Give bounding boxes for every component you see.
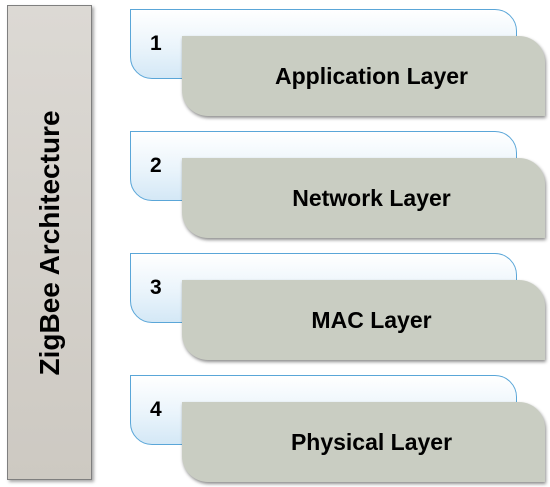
layer-number: 1 (150, 32, 162, 55)
layer-label: Application Layer (275, 62, 468, 89)
layer-number: 2 (150, 154, 162, 177)
layer-number: 4 (150, 398, 162, 421)
layer-mac: 3 MAC Layer (130, 253, 545, 363)
layer-label: MAC Layer (311, 306, 432, 333)
layer-number: 3 (150, 276, 162, 299)
layer-card: Application Layer (182, 36, 545, 116)
layer-card: Network Layer (182, 158, 545, 238)
layer-label: Physical Layer (290, 428, 453, 455)
architecture-title: ZigBee Architecture (33, 109, 65, 376)
layer-network: 2 Network Layer (130, 131, 545, 241)
layer-physical: 4 Physical Layer (130, 375, 545, 485)
layer-card: MAC Layer (182, 280, 545, 360)
layer-card: Physical Layer (182, 402, 545, 482)
layer-label: Network Layer (292, 184, 451, 211)
layer-application: 1 Application Layer (130, 9, 545, 119)
architecture-title-box: ZigBee Architecture (7, 5, 92, 480)
